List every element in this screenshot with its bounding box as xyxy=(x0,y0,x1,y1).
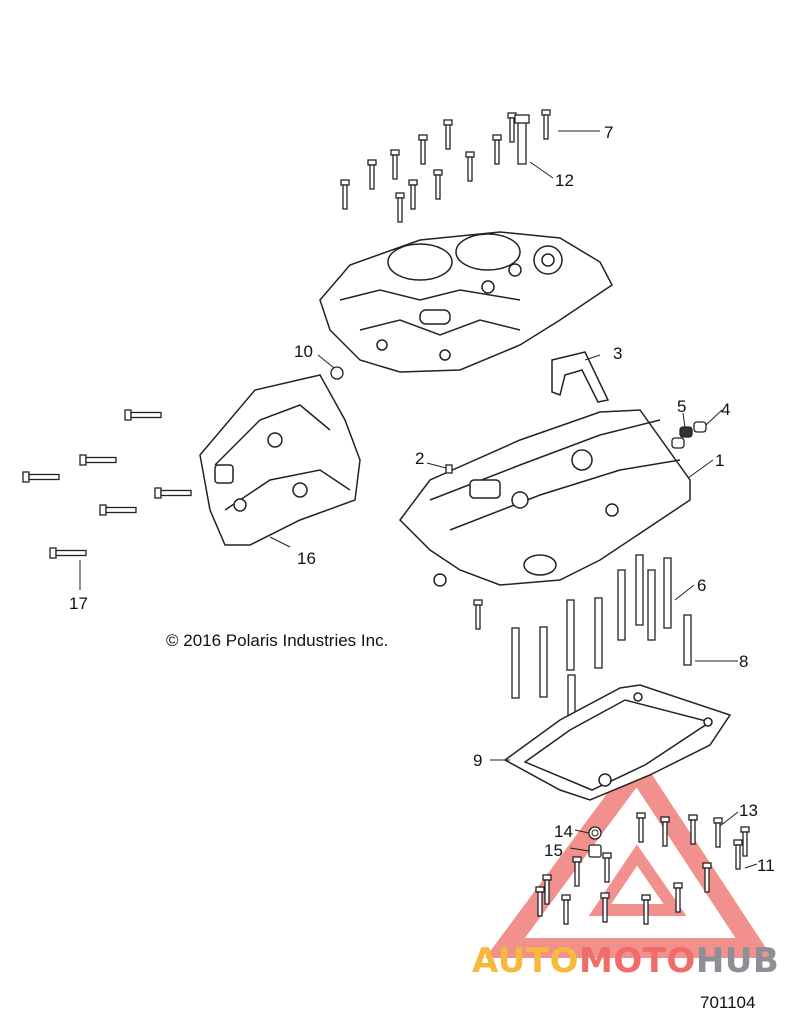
callout-12: 12 xyxy=(555,171,574,190)
watermark-logo: AUTOMOTOHUB xyxy=(472,944,779,978)
callout-15: 15 xyxy=(544,841,563,860)
callout-8: 8 xyxy=(739,652,749,671)
callout-11: 11 xyxy=(757,856,775,875)
callout-13: 13 xyxy=(739,801,758,820)
diagram-part-number: 701104 xyxy=(700,993,756,1012)
callout-6: 6 xyxy=(697,576,707,595)
plug-5 xyxy=(679,426,693,438)
callout-14: 14 xyxy=(554,822,573,841)
callout-4: 4 xyxy=(721,400,731,419)
copyright-notice: © 2016 Polaris Industries Inc. xyxy=(166,631,389,650)
side-cover-bolts xyxy=(22,409,192,559)
oil-pan-9 xyxy=(503,684,732,801)
callout-16: 16 xyxy=(297,549,316,568)
head-bolts-group xyxy=(340,109,551,223)
part-10 xyxy=(330,366,344,380)
plug-4 xyxy=(693,421,707,433)
crankcase-half xyxy=(399,409,691,587)
callout-10: 10 xyxy=(294,342,313,361)
dowel-2 xyxy=(445,464,453,474)
callout-9: 9 xyxy=(473,751,483,770)
callout-17: 17 xyxy=(69,594,88,613)
callout-1: 1 xyxy=(715,451,725,470)
callout-2: 2 xyxy=(415,449,425,468)
watermark-part-1: AUTO xyxy=(472,941,579,981)
watermark-triangle xyxy=(485,752,773,958)
side-cover-16 xyxy=(199,374,361,546)
bearing-cap-3 xyxy=(551,351,610,403)
long-bolts-group xyxy=(473,554,692,736)
oil-pan-bolts xyxy=(535,812,750,925)
small-parts xyxy=(330,366,707,474)
watermark-part-3: HUB xyxy=(695,941,780,981)
watermark-part-2: MOTO xyxy=(578,941,696,981)
upper-crankcase xyxy=(319,231,613,373)
callout-5: 5 xyxy=(677,397,687,416)
callout-7: 7 xyxy=(604,123,614,142)
drain-plug-15 xyxy=(588,844,602,858)
leader-lines xyxy=(79,130,758,869)
callout-3: 3 xyxy=(613,344,623,363)
